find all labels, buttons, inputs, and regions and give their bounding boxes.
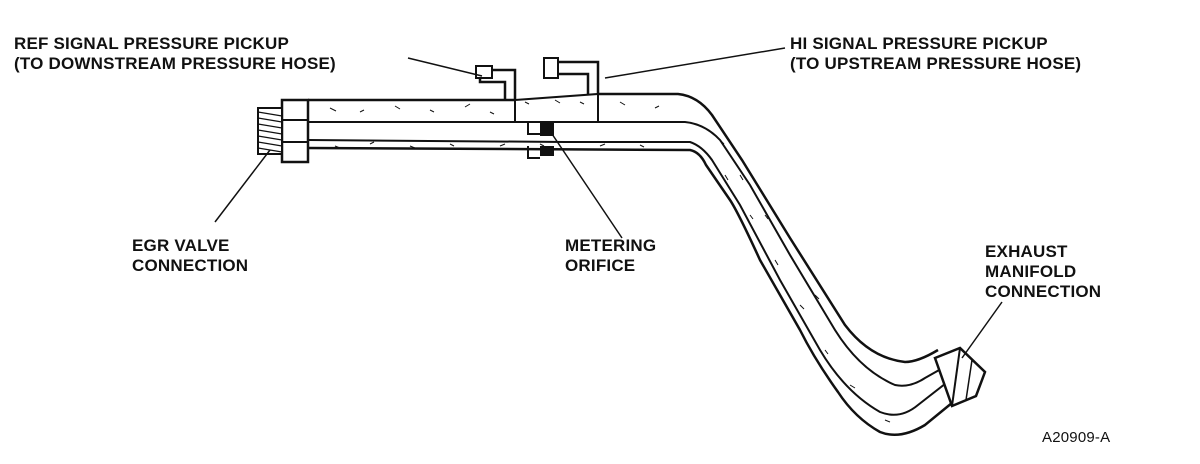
leader-lines <box>214 47 1003 359</box>
tube-upper-inner <box>308 121 949 387</box>
ref-pickup-label: REF SIGNAL PRESSURE PICKUP (TO DOWNSTREA… <box>14 34 336 74</box>
ref-leader <box>407 57 483 77</box>
egr-fitting <box>257 98 310 164</box>
egr-valve-label: EGR VALVE CONNECTION <box>132 236 248 276</box>
metering-orifice <box>527 122 554 159</box>
metering-line1: METERING <box>565 236 657 255</box>
exhaust-leader <box>961 301 1003 359</box>
egr-valve-line2: CONNECTION <box>132 256 249 275</box>
ref-pickup-line1: REF SIGNAL PRESSURE PICKUP <box>14 34 290 53</box>
egr-valve-line1: EGR VALVE <box>132 236 230 255</box>
tube-outer-top <box>308 92 939 364</box>
metering-leader <box>547 127 623 239</box>
egr-leader <box>214 149 271 223</box>
exhaust-line1: EXHAUST <box>985 242 1068 261</box>
exhaust-label: EXHAUST MANIFOLD CONNECTION <box>985 242 1101 302</box>
hi-pickup-line1: HI SIGNAL PRESSURE PICKUP <box>790 34 1048 53</box>
metering-orifice-label: METERING ORIFICE <box>565 236 656 276</box>
exhaust-fitting <box>933 346 987 408</box>
ref-pickup-fitting <box>475 65 517 100</box>
exhaust-line3: CONNECTION <box>985 282 1102 301</box>
tube-lower-inner <box>307 139 951 416</box>
tube-outer-wall <box>307 146 959 437</box>
ref-pickup-line2: (TO DOWNSTREAM PRESSURE HOSE) <box>14 54 336 73</box>
pickup-block <box>514 92 599 123</box>
hi-pickup-fitting <box>543 57 600 94</box>
figure-id: A20909-A <box>1042 429 1111 446</box>
metering-line2: ORIFICE <box>565 256 636 275</box>
hi-pickup-label: HI SIGNAL PRESSURE PICKUP (TO UPSTREAM P… <box>790 34 1081 74</box>
hi-pickup-line2: (TO UPSTREAM PRESSURE HOSE) <box>790 54 1082 73</box>
tube-texture <box>329 101 891 423</box>
hi-leader <box>604 47 786 79</box>
exhaust-line2: MANIFOLD <box>985 262 1077 281</box>
